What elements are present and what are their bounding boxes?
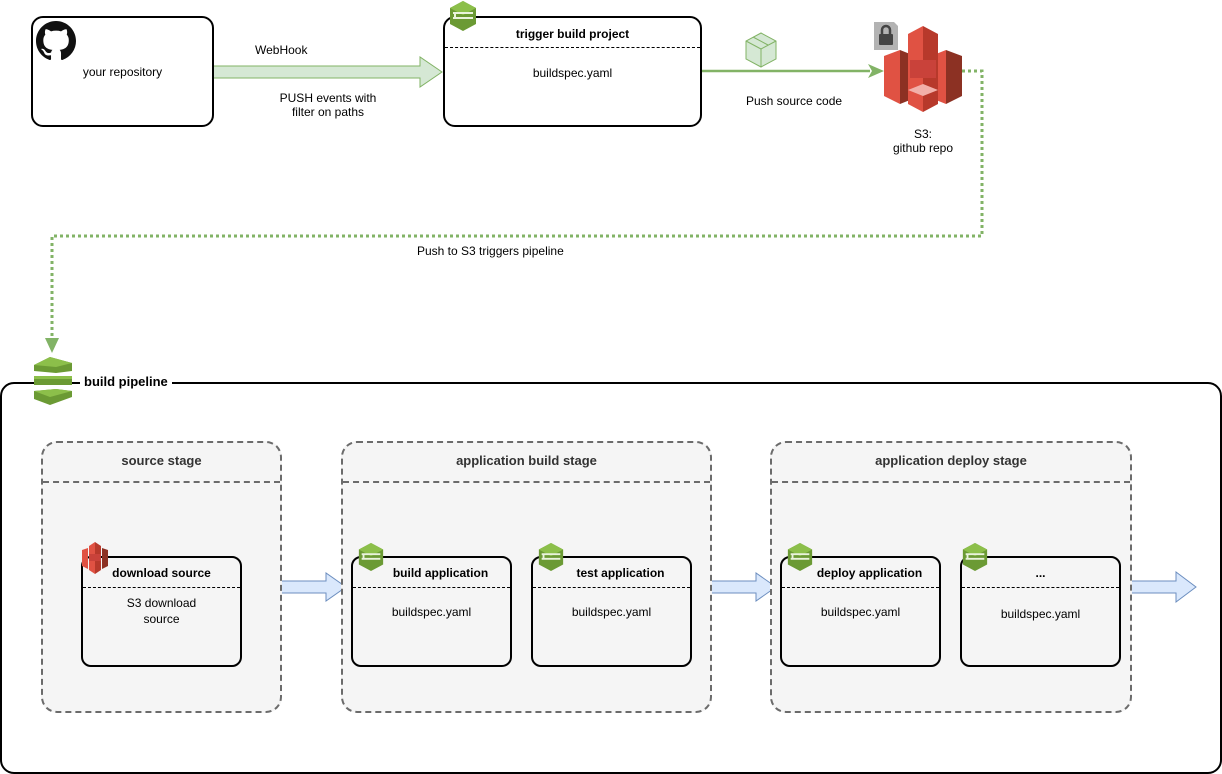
stage-application-deploy-title: application deploy stage [772, 443, 1130, 483]
action-additional[interactable]: ... buildspec.yaml [960, 556, 1121, 667]
webhook-label: WebHook [255, 43, 308, 57]
codebuild-icon [358, 543, 384, 571]
s3-bucket-icon[interactable] [872, 20, 964, 120]
action-download-source-body-line2: source [143, 612, 180, 626]
github-icon [36, 21, 76, 61]
package-icon [745, 32, 777, 68]
s3-bucket-label: S3: github repo [888, 127, 958, 155]
trigger-build-project-body: buildspec.yaml [532, 66, 613, 80]
action-test-application-body: buildspec.yaml [571, 605, 652, 619]
codebuild-icon [962, 543, 988, 571]
trigger-pipeline-link[interactable] [45, 69, 984, 353]
webhook-arrow[interactable] [212, 56, 443, 88]
action-download-source-body: S3 download source [83, 595, 240, 627]
action-download-source[interactable]: download source S3 download source [81, 556, 242, 667]
s3-bucket-label-line2: github repo [892, 141, 954, 155]
action-deploy-application-body: buildspec.yaml [820, 605, 901, 619]
action-deploy-application[interactable]: deploy application buildspec.yaml [780, 556, 941, 667]
flow-arrow-deploy-out [1127, 571, 1197, 603]
s3-icon [82, 542, 108, 574]
action-build-application-title: build application [353, 558, 510, 588]
trigger-pipeline-label: Push to S3 triggers pipeline [417, 244, 564, 258]
action-additional-title: ... [962, 558, 1119, 588]
repository-label: your repository [82, 65, 163, 79]
action-build-application[interactable]: build application buildspec.yaml [351, 556, 512, 667]
flow-arrow-build-to-deploy [706, 572, 777, 602]
action-test-application-title: test application [533, 558, 690, 588]
action-download-source-title: download source [83, 558, 240, 588]
stage-source-title: source stage [43, 443, 280, 483]
trigger-build-project-node[interactable]: trigger build project buildspec.yaml [443, 16, 702, 127]
action-additional-body: buildspec.yaml [1000, 607, 1081, 621]
action-build-application-body: buildspec.yaml [391, 605, 472, 619]
webhook-filter-line2: filter on paths [291, 105, 365, 119]
push-source-arrow[interactable] [701, 64, 884, 78]
webhook-filter-line1: PUSH events with [279, 91, 377, 105]
repository-node[interactable]: your repository [31, 16, 214, 127]
action-download-source-body-line1: S3 download [126, 596, 197, 610]
action-test-application[interactable]: test application buildspec.yaml [531, 556, 692, 667]
trigger-build-project-title: trigger build project [445, 18, 700, 48]
action-deploy-application-title: deploy application [782, 558, 939, 588]
codebuild-icon [538, 543, 564, 571]
s3-bucket-label-line1: S3: [913, 127, 932, 141]
codebuild-icon [787, 543, 813, 571]
codebuild-icon [450, 1, 476, 31]
push-source-label: Push source code [746, 94, 843, 108]
codepipeline-icon [34, 357, 72, 405]
webhook-filter-label: PUSH events with filter on paths [268, 91, 388, 119]
build-pipeline-title: build pipeline [80, 372, 172, 392]
build-pipeline-container [0, 382, 1222, 774]
stage-application-build-title: application build stage [343, 443, 710, 483]
